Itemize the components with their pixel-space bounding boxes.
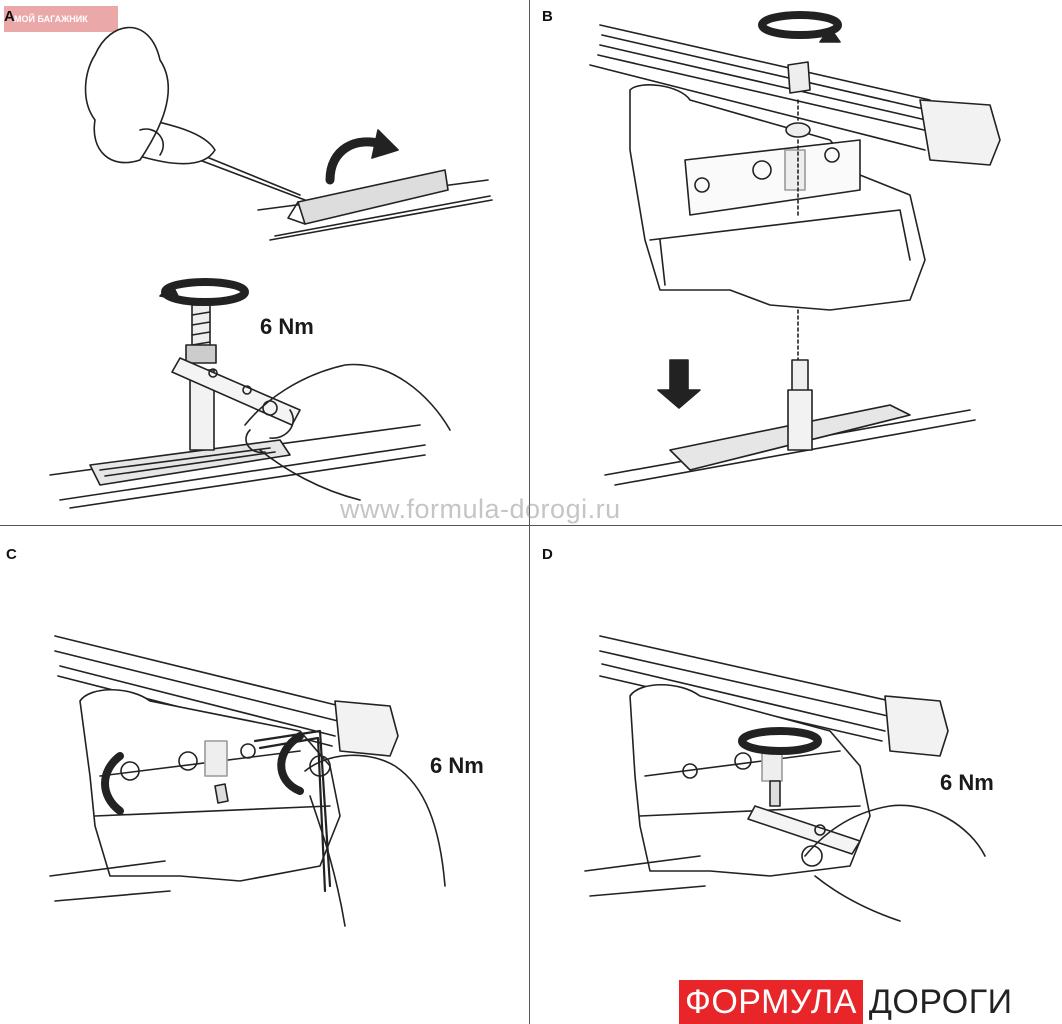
- panel-a-torque: 6 Nm: [260, 314, 314, 339]
- panel-a: A 6 Nm: [0, 0, 529, 525]
- panel-c-torque: 6 Nm: [430, 753, 484, 778]
- panel-d-drawing: [584, 635, 986, 922]
- panel-a-drawing: [49, 26, 493, 509]
- panel-c-label: C: [6, 546, 17, 563]
- panel-b-drawing: [589, 11, 1001, 486]
- logo-red-part: ФОРМУЛА: [679, 980, 863, 1024]
- panel-d-torque: 6 Nm: [940, 770, 994, 795]
- panel-a-label: A: [4, 8, 15, 25]
- watermark: www.formula-dorogi.ru: [340, 494, 621, 524]
- horizontal-divider: [0, 525, 1062, 526]
- formula-dorogi-logo: ФОРМУЛА ДОРОГИ: [679, 980, 1019, 1024]
- vertical-divider: [529, 0, 530, 1024]
- logo-dark-part: ДОРОГИ: [868, 983, 1013, 1021]
- panel-b-label: B: [542, 8, 553, 25]
- panel-c-drawing: [49, 635, 446, 927]
- site-badge: МОЙ БАГАЖНИК: [4, 6, 118, 32]
- panel-d: D 6 Nm: [530, 526, 1062, 1024]
- panel-d-label: D: [542, 546, 553, 563]
- panel-b: B: [530, 0, 1062, 525]
- panel-c: C 6 Nm: [0, 526, 529, 1024]
